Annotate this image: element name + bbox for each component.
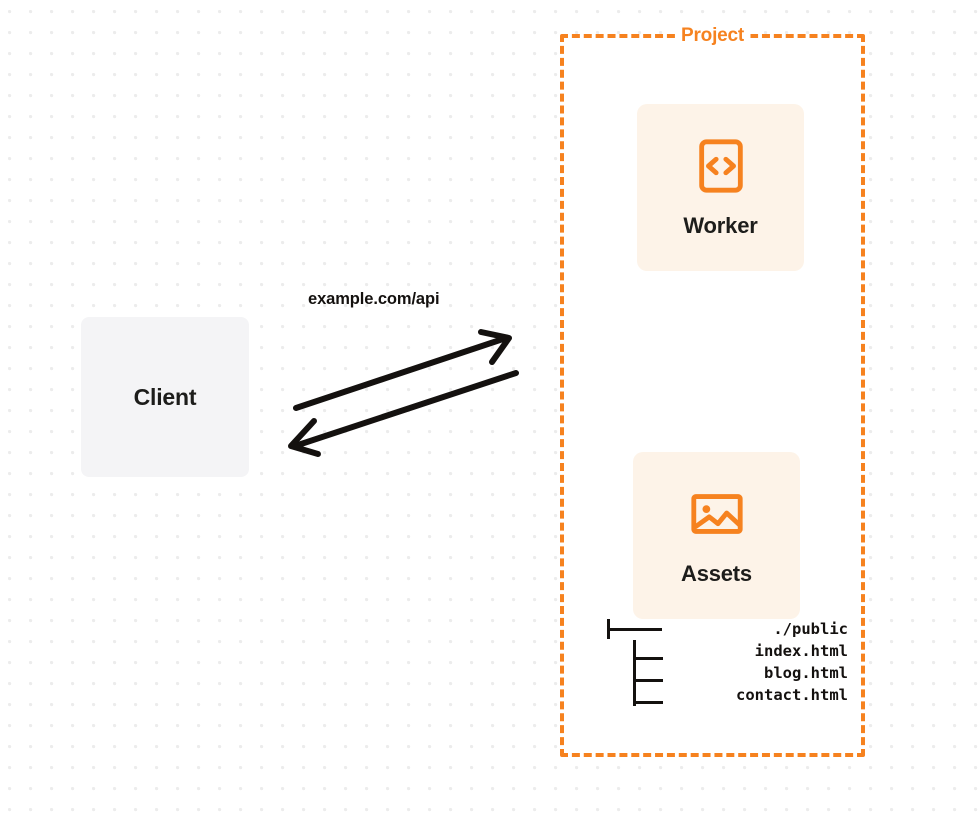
assets-label: Assets: [681, 560, 752, 586]
assets-file-tree: ./public index.html blog.html contact.ht…: [607, 618, 852, 706]
tree-branch-icon: [607, 640, 679, 662]
project-title: Project: [674, 25, 751, 47]
client-node: Client: [81, 317, 249, 477]
image-icon: [690, 493, 743, 534]
response-arrow: [288, 370, 519, 457]
connection-label: example.com/api: [308, 290, 440, 308]
file-tree-name: index.html: [754, 642, 848, 660]
file-tree-row: index.html: [607, 640, 852, 662]
file-tree-name: contact.html: [736, 686, 848, 704]
tree-branch-icon: [607, 618, 679, 640]
file-tree-name: blog.html: [764, 664, 848, 682]
worker-label: Worker: [683, 212, 758, 238]
tree-branch-icon: [607, 684, 679, 706]
file-tree-row: ./public: [607, 618, 852, 640]
file-tree-row: contact.html: [607, 684, 852, 706]
project-container: Project Worker Assets: [560, 25, 865, 757]
file-tree-name: ./public: [773, 620, 848, 638]
assets-card[interactable]: Assets: [633, 452, 800, 619]
client-label: Client: [133, 383, 197, 410]
worker-card[interactable]: Worker: [637, 104, 804, 271]
code-brackets-icon: [698, 138, 743, 193]
request-arrow: [293, 329, 512, 411]
tree-branch-icon: [607, 662, 679, 684]
file-tree-row: blog.html: [607, 662, 852, 684]
